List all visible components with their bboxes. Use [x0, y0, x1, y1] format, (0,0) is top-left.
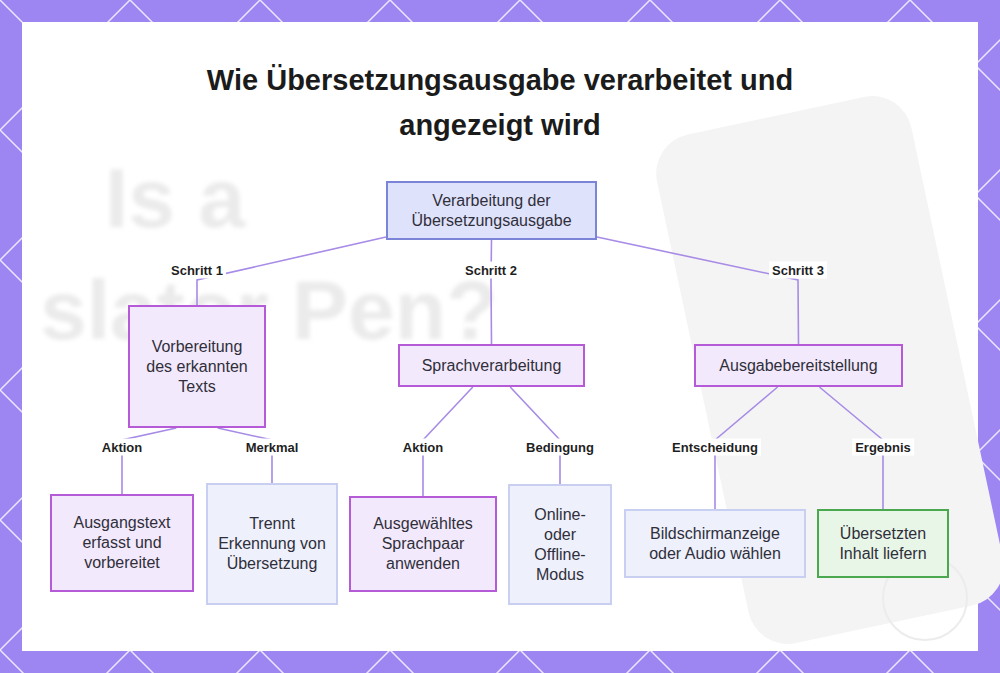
condition-box: Online- oder Offline-Modus	[508, 484, 612, 605]
edge-label: Entscheidung	[669, 439, 761, 456]
edge-label: Schritt 3	[769, 262, 827, 279]
node-text-wrap: Ausgangstext erfasst und vorbereitet	[60, 513, 184, 573]
node-text-wrap: Bildschirmanzeige oder Audio wählen	[634, 524, 796, 564]
node-text-wrap: Online- oder Offline-Modus	[518, 505, 602, 585]
feature-box: Trennt Erkennung von Übersetzung	[206, 483, 338, 605]
tree-connector	[597, 237, 799, 344]
step-box: Vorbereitung des erkannten Texts	[128, 305, 266, 428]
root-box: Verarbeitung der Übersetzungsausgabe	[386, 181, 597, 240]
tree-connector	[510, 387, 560, 484]
edge-label: Ergebnis	[852, 439, 914, 456]
background-watermark: Is a	[105, 150, 245, 247]
tree-connector	[490, 240, 492, 344]
step-box: Sprachverarbeitung	[398, 344, 585, 387]
node-text-wrap: Vorbereitung des erkannten Texts	[138, 337, 256, 397]
edge-label: Aktion	[99, 439, 145, 456]
node-text: Verarbeitung der Übersetzungsausgabe	[396, 191, 587, 231]
diagram-title: Wie Übersetzungsausgabe verarbeitet und …	[200, 58, 800, 148]
node-text: Ausgewähltes Sprachpaar anwenden	[359, 514, 487, 574]
action-box: Ausgewähltes Sprachpaar anwenden	[349, 496, 497, 592]
node-text: Übersetzten Inhalt liefern	[827, 524, 939, 564]
node-text-wrap: Trennt Erkennung von Übersetzung	[216, 514, 328, 574]
node-text: Ausgangstext erfasst und vorbereitet	[60, 513, 184, 573]
node-text: Ausgabebereitstellung	[719, 356, 877, 376]
node-text-wrap: Sprachverarbeitung	[422, 356, 562, 376]
step-box: Ausgabebereitstellung	[694, 344, 903, 387]
edge-label: Aktion	[400, 439, 446, 456]
edge-label: Bedingung	[523, 439, 597, 456]
node-text: Bildschirmanzeige oder Audio wählen	[634, 524, 796, 564]
node-text: Trennt Erkennung von Übersetzung	[216, 514, 328, 574]
edge-label: Merkmal	[243, 439, 302, 456]
node-text: Sprachverarbeitung	[422, 356, 562, 376]
action-box: Ausgangstext erfasst und vorbereitet	[50, 494, 194, 592]
edge-label: Schritt 1	[168, 262, 226, 279]
node-text-wrap: Ausgewähltes Sprachpaar anwenden	[359, 514, 487, 574]
result-box: Übersetzten Inhalt liefern	[817, 509, 949, 578]
node-text: Vorbereitung des erkannten Texts	[138, 337, 256, 397]
node-text-wrap: Verarbeitung der Übersetzungsausgabe	[396, 191, 587, 231]
node-text-wrap: Übersetzten Inhalt liefern	[827, 524, 939, 564]
decision-box: Bildschirmanzeige oder Audio wählen	[624, 509, 806, 578]
node-text-wrap: Ausgabebereitstellung	[719, 356, 877, 376]
node-text: Online- oder Offline-Modus	[518, 505, 602, 585]
tree-connector	[218, 428, 272, 483]
edge-label: Schritt 2	[462, 262, 520, 279]
